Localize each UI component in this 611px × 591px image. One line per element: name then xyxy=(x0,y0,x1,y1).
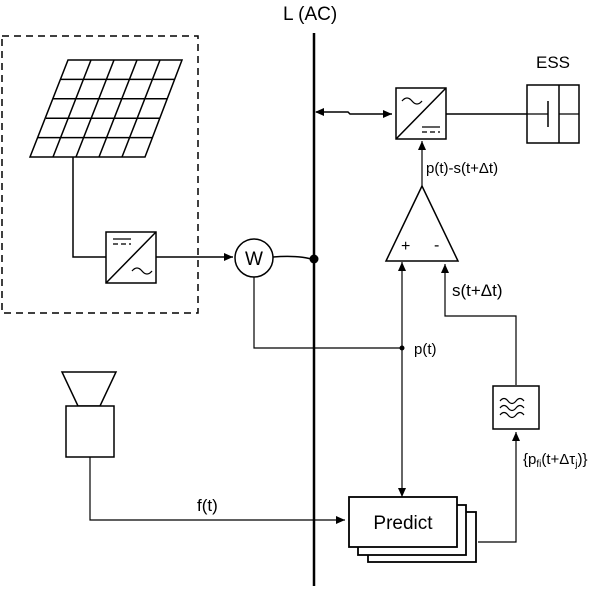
predict-to-filter-arrow xyxy=(478,432,520,543)
label-diff: p(t)-s(t+Δt) xyxy=(426,160,498,177)
label-pt: p(t) xyxy=(414,341,437,358)
forecast-set-label: {pfi(t+Δτj)} xyxy=(523,451,587,470)
ess-inverter xyxy=(395,87,447,140)
predict-block-stack: Predict xyxy=(348,496,477,563)
pv-system-boundary xyxy=(1,35,199,314)
ess-battery-icon xyxy=(526,84,580,144)
meter-measurement-wire xyxy=(253,277,402,349)
ess-label: ESS xyxy=(536,53,570,72)
subtractor-plus: + xyxy=(401,238,410,255)
bus-junction-dot xyxy=(309,254,319,264)
predict-block xyxy=(348,496,458,548)
sky-camera-icon xyxy=(60,371,118,458)
label-st: s(t+Δt) xyxy=(452,281,503,300)
subtractor-minus: - xyxy=(434,237,439,254)
pv-inverter xyxy=(105,231,157,284)
predict-label: Predict xyxy=(373,513,433,534)
solar-panel-icon xyxy=(28,59,184,158)
lowpass-filter-block xyxy=(492,385,540,430)
meter-label: W xyxy=(245,249,263,270)
label-ft: f(t) xyxy=(197,496,218,515)
pv-to-inverter-wire xyxy=(72,157,106,258)
forecast-to-minus-arrow xyxy=(441,264,517,385)
bus-label: L (AC) xyxy=(283,4,337,25)
bus-ess-bidirectional-arrow xyxy=(315,108,392,118)
camera-to-predict-arrow xyxy=(89,457,345,524)
subtractor-block xyxy=(384,184,460,262)
meter-to-bus-wire xyxy=(272,255,315,261)
